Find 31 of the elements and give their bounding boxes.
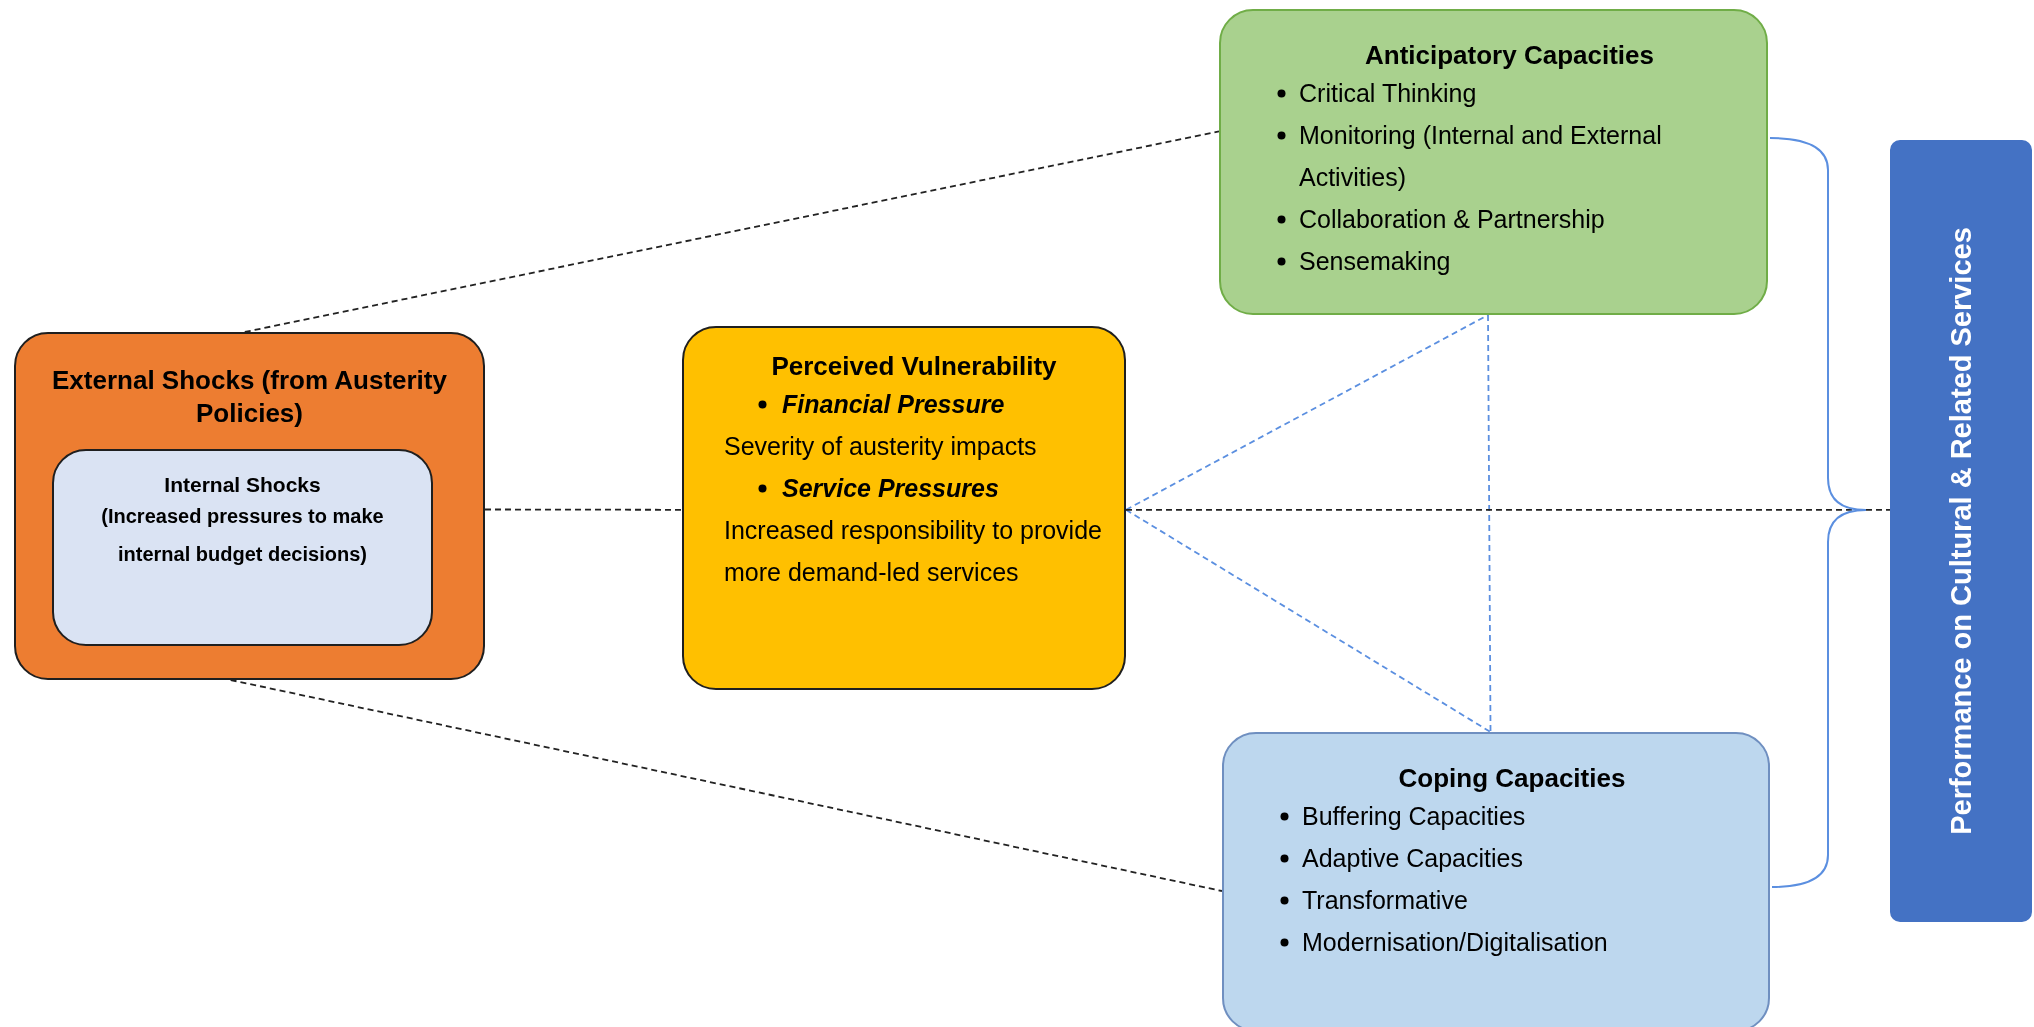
bullet-item: Financial Pressure (724, 382, 1104, 425)
bullet-item: Sensemaking (1273, 239, 1746, 282)
bullet-item: Collaboration & Partnership (1273, 197, 1746, 240)
dashed-connector (1125, 508, 1891, 511)
bullet-item: Critical Thinking (1273, 71, 1746, 114)
box-heading: Internal Shocks (163, 473, 322, 497)
bullet-item: Transformative (1276, 878, 1748, 921)
dashed-connector (1125, 508, 1492, 733)
box-heading: Coping Capacities (1397, 762, 1627, 795)
dashed-connector (484, 508, 683, 511)
process-box (1222, 732, 1770, 1027)
box-heading: Perceived Vulnerability (770, 350, 1058, 383)
bullet-item: Buffering Capacities (1276, 794, 1748, 837)
dashed-connector (243, 130, 1220, 333)
bar-label: Performance on Cultural & Related Services (1944, 227, 1978, 835)
process-box (682, 326, 1126, 690)
process-box (1219, 9, 1768, 315)
bullet-item: Adaptive Capacities (1276, 836, 1748, 879)
bullet-item: Monitoring (Internal and External Activities) (1273, 113, 1746, 198)
outcome-bar (1890, 140, 2032, 922)
box-text: Severity of austerity impacts (724, 430, 1038, 462)
box-text: Increased responsibility to provide more demand-led services (724, 514, 1103, 588)
process-box (14, 332, 485, 680)
box-heading: External Shocks (from Austerity Policies) (51, 364, 448, 429)
box-heading: Anticipatory Capacities (1364, 39, 1655, 72)
bullet-item: Modernisation/Digitalisation (1276, 920, 1748, 963)
dashed-connector (229, 679, 1223, 892)
dashed-connector (1487, 314, 1492, 733)
box-text: (Increased pressures to make internal budget decisions) (100, 504, 385, 567)
process-box (52, 449, 433, 646)
bullet-item: Service Pressures (724, 466, 1104, 509)
